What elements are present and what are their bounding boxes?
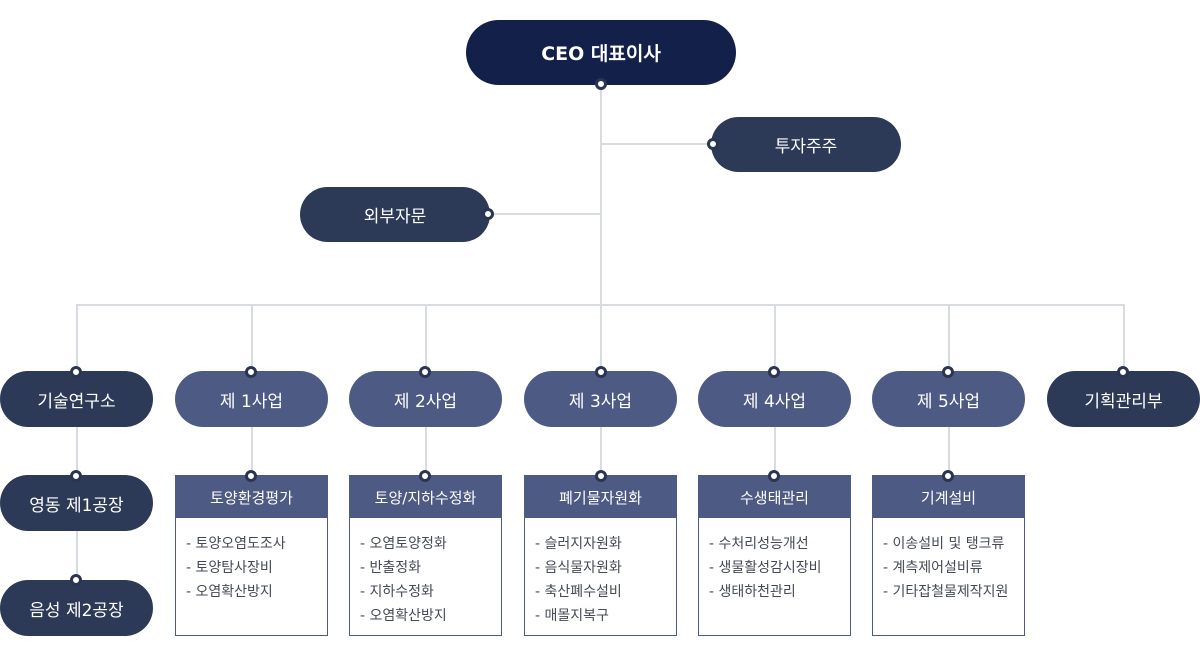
panel-item-list: - 오염토양정화 - 반출정화 - 지하수정화 - 오염확산방지	[350, 518, 501, 628]
connector-panel-1	[251, 427, 253, 477]
panel-machinery: 기계설비 - 이송설비 및 탱크류 - 계측제어설비류 - 기타잡철물제작지원	[872, 475, 1025, 636]
panel-item: - 오염토양정화	[360, 536, 447, 552]
panel-item: - 이송설비 및 탱크류	[883, 536, 1005, 552]
division-rnd: 기술연구소	[0, 371, 153, 427]
panel-title: 폐기물자원화	[525, 476, 676, 518]
panel-item: - 토양탐사장비	[186, 560, 273, 576]
advisor-node: 외부자문	[300, 187, 490, 242]
panel-item: - 오염확산방지	[186, 584, 273, 600]
connector-dot	[70, 470, 82, 482]
connector-dot	[245, 366, 257, 378]
connector-panel-3	[600, 427, 602, 477]
panel-soil-assessment: 토양환경평가 - 토양오염도조사 - 토양탐사장비 - 오염확산방지	[175, 475, 328, 636]
connector-trunk	[600, 84, 602, 306]
connector-drop-7	[1123, 304, 1125, 372]
connector-dot	[482, 208, 494, 220]
connector-dot	[942, 366, 954, 378]
panel-item-list: - 수처리성능개선 - 생물활성감시장비 - 생태하천관리	[699, 518, 850, 604]
panel-item: - 기타잡철물제작지원	[883, 584, 1009, 600]
panel-item: - 지하수정화	[360, 584, 434, 600]
connector-investor	[601, 143, 713, 145]
division-biz3: 제 3사업	[524, 371, 677, 427]
connector-dot	[707, 138, 719, 150]
panel-title: 수생태관리	[699, 476, 850, 518]
panel-item-list: - 이송설비 및 탱크류 - 계측제어설비류 - 기타잡철물제작지원	[873, 518, 1024, 604]
connector-panel-5	[948, 427, 950, 477]
connector-dot	[768, 470, 780, 482]
connector-dot	[768, 366, 780, 378]
panel-item: - 생태하천관리	[709, 584, 796, 600]
panel-item: - 오염확산방지	[360, 608, 447, 624]
panel-item: - 매몰지복구	[535, 608, 609, 624]
panel-item-list: - 토양오염도조사 - 토양탐사장비 - 오염확산방지	[176, 518, 327, 604]
ceo-node: CEO 대표이사	[466, 20, 736, 85]
panel-item: - 반출정화	[360, 560, 422, 576]
connector-dot	[595, 470, 607, 482]
connector-dot	[419, 366, 431, 378]
connector-dot	[70, 366, 82, 378]
division-biz4: 제 4사업	[698, 371, 851, 427]
panel-item: - 수처리성능개선	[709, 536, 809, 552]
connector-dot	[942, 470, 954, 482]
panel-item: - 슬러지자원화	[535, 536, 622, 552]
connector-drop-4	[600, 304, 602, 372]
connector-dot	[595, 78, 607, 90]
panel-item: - 생물활성감시장비	[709, 560, 822, 576]
division-biz2: 제 2사업	[349, 371, 502, 427]
investor-node: 투자주주	[711, 117, 901, 172]
panel-waste-recycling: 폐기물자원화 - 슬러지자원화 - 음식물자원화 - 축산폐수설비 - 매몰지복…	[524, 475, 677, 636]
panel-title: 기계설비	[873, 476, 1024, 518]
factory-eumseong: 음성 제2공장	[0, 580, 153, 636]
factory-yeongdong: 영동 제1공장	[0, 475, 153, 531]
panel-title: 토양/지하수정화	[350, 476, 501, 518]
panel-item: - 토양오염도조사	[186, 536, 286, 552]
connector-advisor	[488, 213, 601, 215]
panel-item-list: - 슬러지자원화 - 음식물자원화 - 축산폐수설비 - 매몰지복구	[525, 518, 676, 628]
panel-soil-groundwater: 토양/지하수정화 - 오염토양정화 - 반출정화 - 지하수정화 - 오염확산방…	[349, 475, 502, 636]
connector-drop-5	[774, 304, 776, 372]
panel-item: - 축산폐수설비	[535, 584, 622, 600]
connector-drop-2	[251, 304, 253, 372]
panel-item: - 음식물자원화	[535, 560, 622, 576]
connector-panel-4	[774, 427, 776, 477]
panel-aquatic-ecology: 수생태관리 - 수처리성능개선 - 생물활성감시장비 - 생태하천관리	[698, 475, 851, 636]
connector-drop-6	[948, 304, 950, 372]
panel-item: - 계측제어설비류	[883, 560, 983, 576]
connector-dot	[419, 470, 431, 482]
connector-dot	[70, 574, 82, 586]
connector-dot	[245, 470, 257, 482]
connector-dot	[595, 366, 607, 378]
connector-drop-3	[425, 304, 427, 372]
panel-title: 토양환경평가	[176, 476, 327, 518]
connector-dot	[1117, 366, 1129, 378]
connector-drop-1	[76, 304, 78, 372]
division-planning: 기획관리부	[1047, 371, 1200, 427]
division-biz5: 제 5사업	[872, 371, 1025, 427]
division-biz1: 제 1사업	[175, 371, 328, 427]
connector-panel-2	[425, 427, 427, 477]
